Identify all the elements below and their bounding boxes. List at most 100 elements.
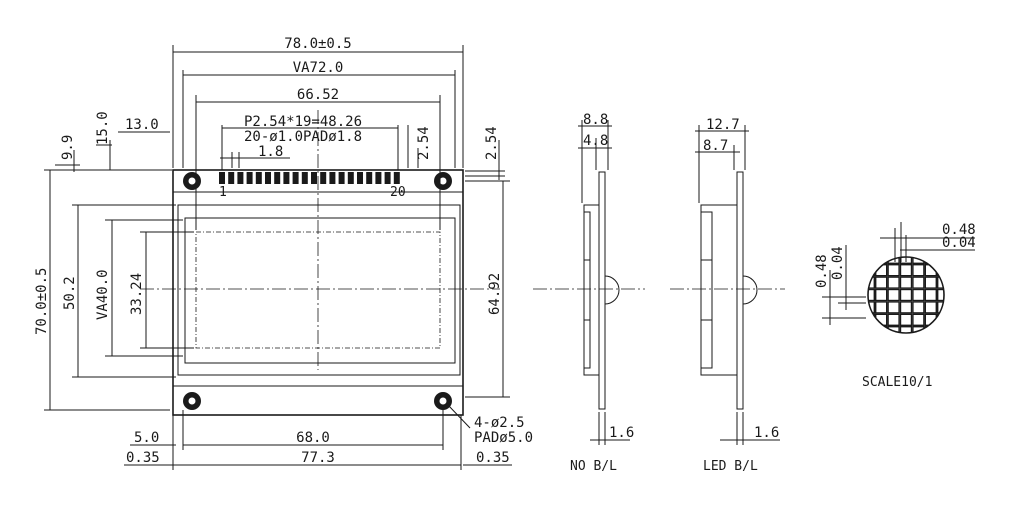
hole-note: 4-ø2.5 PADø5.0 — [447, 404, 533, 446]
pixel-dot — [868, 264, 875, 277]
pixel-dot — [937, 326, 944, 333]
svg-text:5.0: 5.0 — [134, 430, 159, 446]
pixel-dot — [875, 257, 888, 265]
header-pin — [246, 172, 253, 184]
pixel-dot — [887, 301, 900, 314]
header-pin — [393, 172, 400, 184]
pixel-dot — [899, 276, 913, 289]
svg-text:0.04: 0.04 — [830, 246, 846, 280]
header-pin — [237, 172, 244, 184]
pixel-dot — [899, 288, 913, 302]
pin-last-label: 20 — [390, 185, 406, 200]
detail-circle — [867, 256, 945, 334]
dot-matrix-detail: 0.48 0.04 0.48 0.04 SCALE10/1 — [814, 222, 976, 390]
dim-total-thickness-no-bl: 8.8 — [578, 112, 612, 203]
svg-text:0.35: 0.35 — [476, 450, 510, 466]
dim-edge-offset-right: 0.35 — [463, 450, 512, 466]
svg-text:P2.54*19=48.26: P2.54*19=48.26 — [244, 114, 362, 130]
svg-text:0.48: 0.48 — [814, 254, 830, 288]
svg-text:0.48: 0.48 — [942, 222, 976, 238]
pixel-dot — [912, 264, 925, 277]
pixel-dot — [875, 326, 888, 333]
viewing-area — [184, 217, 456, 364]
svg-text:PADø5.0: PADø5.0 — [474, 430, 533, 446]
pixel-dot — [924, 257, 937, 265]
svg-text:13.0: 13.0 — [125, 117, 159, 133]
pixel-dot — [899, 313, 913, 326]
no-backlight-label: NO B/L — [570, 459, 617, 474]
pixel-dot — [868, 257, 875, 265]
dim-pin-row-spacing-right: 2.54 — [465, 126, 505, 180]
pixel-dot — [868, 313, 875, 326]
pixel-dot — [912, 288, 925, 302]
dim-hole-edge-offset: 5.0 — [130, 430, 176, 446]
svg-text:70.0±0.5: 70.0±0.5 — [34, 268, 50, 335]
header-pin — [347, 172, 354, 184]
dim-edge-offset-left: 0.35 — [124, 450, 173, 466]
mounting-hole-bottom-left — [183, 392, 201, 410]
dim-bezel-height: 50.2 — [62, 204, 176, 378]
svg-text:0.35: 0.35 — [126, 450, 160, 466]
header-pin — [283, 172, 290, 184]
front-view: 1 20 78.0±0.5 VA72.0 66.52 P2.54*19=48.2… — [34, 36, 533, 470]
pixel-dot — [899, 264, 913, 277]
pcb-profile — [736, 171, 744, 410]
dim-pin-header-offset: 13.0 — [118, 117, 170, 133]
dim-viewing-area-width: VA72.0 — [182, 60, 456, 168]
led-backlight-label: LED B/L — [703, 459, 758, 474]
svg-text:VA72.0: VA72.0 — [293, 60, 344, 76]
header-pin — [265, 172, 271, 184]
svg-text:1.6: 1.6 — [754, 425, 779, 441]
header-pin — [292, 172, 299, 184]
svg-text:77.3: 77.3 — [301, 450, 335, 466]
svg-text:0.04: 0.04 — [942, 235, 976, 251]
svg-text:2.54: 2.54 — [484, 126, 500, 160]
svg-text:1.6: 1.6 — [609, 425, 634, 441]
dim-module-thickness-led-bl: 8.7 — [695, 138, 740, 170]
header-pin — [329, 172, 336, 184]
pixel-dot — [924, 301, 937, 314]
header-pin — [357, 172, 363, 184]
dim-pcb-thickness-led-bl: 1.6 — [720, 412, 780, 445]
dim-outline-height: 70.0±0.5 — [34, 169, 170, 411]
pin-header — [219, 172, 400, 184]
dim-pin-pitch: P2.54*19=48.26 20-ø1.0PADø1.8 — [221, 114, 399, 170]
svg-text:1.8: 1.8 — [258, 144, 283, 160]
pixel-dot — [875, 288, 888, 302]
side-view-led-backlight: 12.7 8.7 1.6 LED B/L — [670, 117, 785, 474]
bezel-outline — [177, 204, 461, 376]
svg-text:4-ø2.5: 4-ø2.5 — [474, 415, 525, 431]
dim-pin-spacing: 1.8 — [220, 144, 290, 168]
dot-grid — [868, 257, 944, 333]
pixel-dot — [924, 288, 937, 302]
svg-text:12.7: 12.7 — [706, 117, 740, 133]
dim-top-to-pins: 9.9 — [55, 135, 172, 172]
dim-bottom-width: 77.3 — [172, 415, 462, 470]
mounting-hole-bottom-right — [434, 392, 452, 410]
header-pin — [228, 172, 235, 184]
svg-text:64.92: 64.92 — [487, 273, 503, 315]
pixel-dot — [912, 301, 925, 314]
dim-total-thickness-led-bl: 12.7 — [695, 117, 749, 203]
module-outline — [172, 169, 464, 416]
svg-text:15.0: 15.0 — [95, 111, 111, 145]
svg-text:78.0±0.5: 78.0±0.5 — [284, 36, 351, 52]
dim-mount-hole-spacing-vertical: 64.92 — [465, 180, 510, 398]
side-view-no-backlight: 8.8 4.8 1.6 NO B/L — [533, 112, 645, 474]
pin-first-label: 1 — [219, 185, 227, 200]
pixel-dot — [937, 264, 944, 277]
svg-text:2.54: 2.54 — [416, 126, 432, 160]
pixel-dot — [868, 326, 875, 333]
pixel-dot — [899, 301, 913, 314]
header-pin — [274, 172, 281, 184]
pixel-dot — [924, 276, 937, 289]
dim-dot-size-horizontal: 0.48 0.04 — [880, 222, 976, 262]
pixel-dot — [937, 313, 944, 326]
pixel-dot — [875, 276, 888, 289]
header-pin — [219, 172, 225, 184]
svg-text:9.9: 9.9 — [60, 135, 76, 160]
header-pin — [301, 172, 308, 184]
mounting-hole-top-right — [434, 172, 452, 190]
pixel-dot — [912, 313, 925, 326]
